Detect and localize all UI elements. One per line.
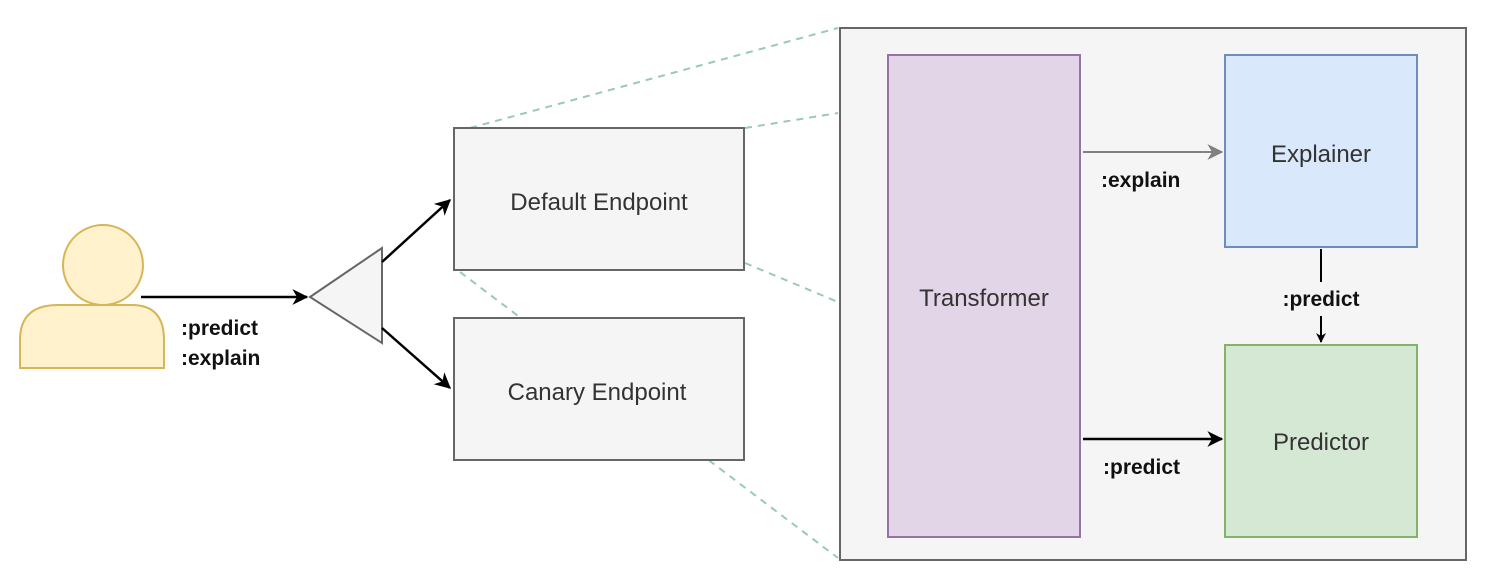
transformer-explainer-label: :explain <box>1101 169 1180 192</box>
user-icon <box>19 224 165 369</box>
explainer-label: Explainer <box>1271 141 1371 168</box>
transformer-label: Transformer <box>919 285 1049 312</box>
default-endpoint: Default Endpoint <box>453 127 745 271</box>
transformer-predictor-label: :predict <box>1103 456 1180 479</box>
traffic-splitter <box>308 246 383 345</box>
split-arrow-default <box>381 199 451 263</box>
client-explain-label: :explain <box>181 347 260 370</box>
default-endpoint-label: Default Endpoint <box>510 189 688 216</box>
zoom-lines <box>459 27 839 559</box>
canary-endpoint: Canary Endpoint <box>453 317 745 461</box>
canary-endpoint-label: Canary Endpoint <box>508 379 687 406</box>
explainer-box: Explainer <box>1224 54 1418 248</box>
explainer-predictor-label: :predict <box>1282 288 1359 311</box>
zoom-line-top-outer <box>469 27 839 129</box>
predictor-box: Predictor <box>1224 344 1418 538</box>
zoom-line-top-inner <box>744 112 839 129</box>
split-arrow-canary <box>381 327 451 389</box>
zoom-line-bottom-inner <box>744 262 839 303</box>
client-predict-label: :predict <box>181 317 258 340</box>
transformer-box: Transformer <box>887 54 1081 538</box>
predictor-label: Predictor <box>1273 429 1369 456</box>
